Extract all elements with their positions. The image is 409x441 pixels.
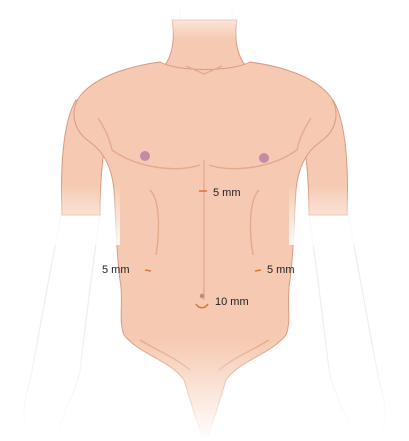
- right-nipple: [259, 153, 269, 163]
- right-lateral-incision-mark: [145, 270, 151, 271]
- left-lateral-port-label: 5 mm: [267, 264, 295, 276]
- top-fade: [0, 0, 409, 40]
- bottom-fade: [0, 340, 409, 441]
- epigastric-port-label: 5 mm: [213, 187, 241, 199]
- left-nipple: [140, 151, 150, 161]
- left-lateral-incision-mark: [255, 270, 261, 271]
- arm-fade: [0, 185, 120, 245]
- arm-fade-right: [289, 185, 409, 245]
- umbilical-port-label: 10 mm: [215, 296, 249, 308]
- umbilicus: [200, 294, 204, 298]
- right-lateral-port-label: 5 mm: [102, 264, 130, 276]
